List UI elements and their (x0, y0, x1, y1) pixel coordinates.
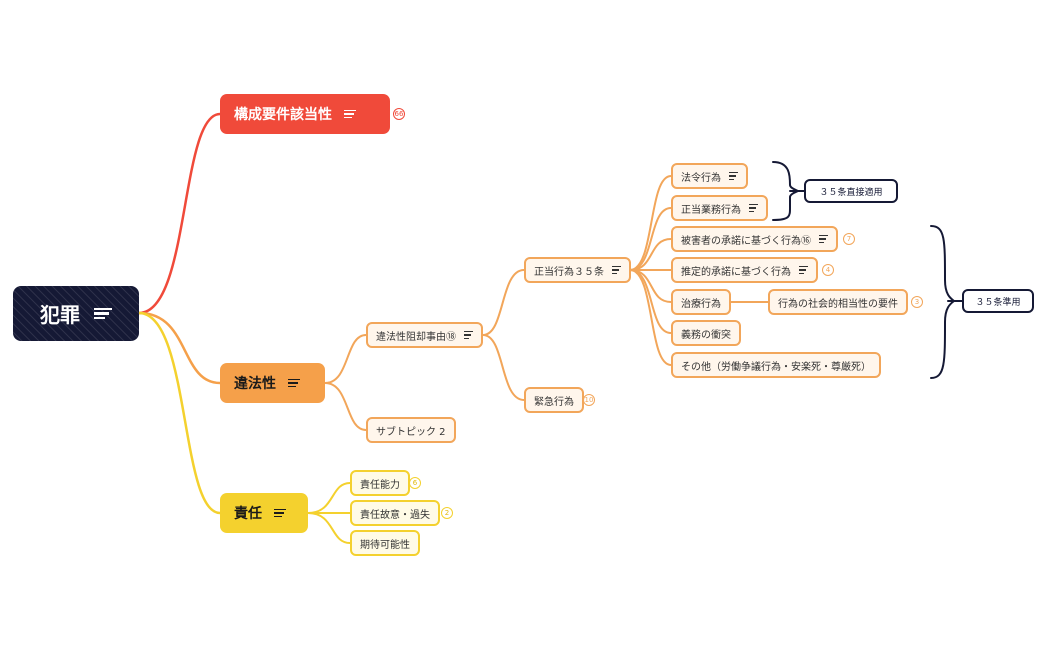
topic-label: 緊急行為 (534, 396, 574, 408)
topic-label: 責任能力 (360, 479, 400, 491)
notes-icon[interactable] (288, 378, 300, 388)
topic-label: 行為の社会的相当性の要件 (778, 298, 898, 310)
branch-label: 構成要件該当性 (234, 107, 332, 123)
topic-sekinin-koi[interactable]: 責任故意・過失 (350, 500, 440, 526)
notes-icon[interactable] (819, 234, 828, 244)
topic-gimu-shototsu[interactable]: 義務の衝突 (671, 320, 741, 346)
branch-sekinin[interactable]: 責任 (220, 493, 308, 533)
collapsed-count-badge[interactable]: 2 (441, 507, 453, 519)
collapsed-count-badge[interactable]: 3 (911, 296, 923, 308)
topic-label: 義務の衝突 (681, 329, 731, 341)
notes-icon[interactable] (344, 109, 356, 119)
notes-icon[interactable] (94, 307, 112, 320)
collapsed-count-badge[interactable]: 6 (409, 477, 421, 489)
topic-label: 被害者の承諾に基づく行為⑯ (681, 235, 811, 247)
topic-label: サブトピック 2 (376, 426, 446, 438)
topic-seito-koi[interactable]: 正当行為３５条 (524, 257, 631, 283)
summary-direct[interactable]: ３５条直接適用 (804, 179, 898, 203)
notes-icon[interactable] (612, 265, 621, 275)
topic-label: 期待可能性 (360, 539, 410, 551)
summary-label: ３５条準用 (975, 297, 1021, 308)
topic-higaisha-shodaku[interactable]: 被害者の承諾に基づく行為⑯ (671, 226, 838, 252)
topic-kinkyu-koi[interactable]: 緊急行為 (524, 387, 584, 413)
topic-label: 法令行為 (681, 172, 721, 184)
topic-label: 違法性阻却事由⑱ (376, 331, 456, 343)
topic-label: その他（労働争議行為・安楽死・尊厳死） (681, 361, 871, 373)
collapsed-count-badge[interactable]: 7 (843, 233, 855, 245)
branch-koseiyoken[interactable]: 構成要件該当性 (220, 94, 390, 134)
collapsed-count-badge[interactable]: 10 (583, 394, 595, 406)
topic-shakai-soto[interactable]: 行為の社会的相当性の要件 (768, 289, 908, 315)
topic-chiryo-koi[interactable]: 治療行為 (671, 289, 731, 315)
branch-ihosei[interactable]: 違法性 (220, 363, 325, 403)
topic-horei-koi[interactable]: 法令行為 (671, 163, 748, 189)
topic-iho-sokyaku[interactable]: 違法性阻却事由⑱ (366, 322, 483, 348)
topic-seito-gyomu[interactable]: 正当業務行為 (671, 195, 768, 221)
notes-icon[interactable] (729, 171, 738, 181)
root-node-crime[interactable]: 犯罪 (13, 286, 139, 341)
topic-label: 正当行為３５条 (534, 266, 604, 278)
topic-subtopic-2[interactable]: サブトピック 2 (366, 417, 456, 443)
topic-sekinin-noryoku[interactable]: 責任能力 (350, 470, 410, 496)
branch-label: 違法性 (234, 376, 276, 392)
summary-label: ３５条直接適用 (819, 187, 883, 198)
branch-label: 責任 (234, 506, 262, 522)
topic-kitai-kanosei[interactable]: 期待可能性 (350, 530, 420, 556)
root-label: 犯罪 (40, 303, 80, 327)
notes-icon[interactable] (274, 508, 286, 518)
topic-label: 正当業務行為 (681, 204, 741, 216)
collapsed-count-badge[interactable]: 66 (393, 108, 405, 120)
summary-junyo[interactable]: ３５条準用 (962, 289, 1034, 313)
topic-label: 治療行為 (681, 298, 721, 310)
notes-icon[interactable] (464, 330, 473, 340)
notes-icon[interactable] (799, 265, 808, 275)
topic-label: 推定的承諾に基づく行為 (681, 266, 791, 278)
topic-sonota[interactable]: その他（労働争議行為・安楽死・尊厳死） (671, 352, 881, 378)
collapsed-count-badge[interactable]: 4 (822, 264, 834, 276)
notes-icon[interactable] (749, 203, 758, 213)
topic-label: 責任故意・過失 (360, 509, 430, 521)
topic-suitei-shodaku[interactable]: 推定的承諾に基づく行為 (671, 257, 818, 283)
